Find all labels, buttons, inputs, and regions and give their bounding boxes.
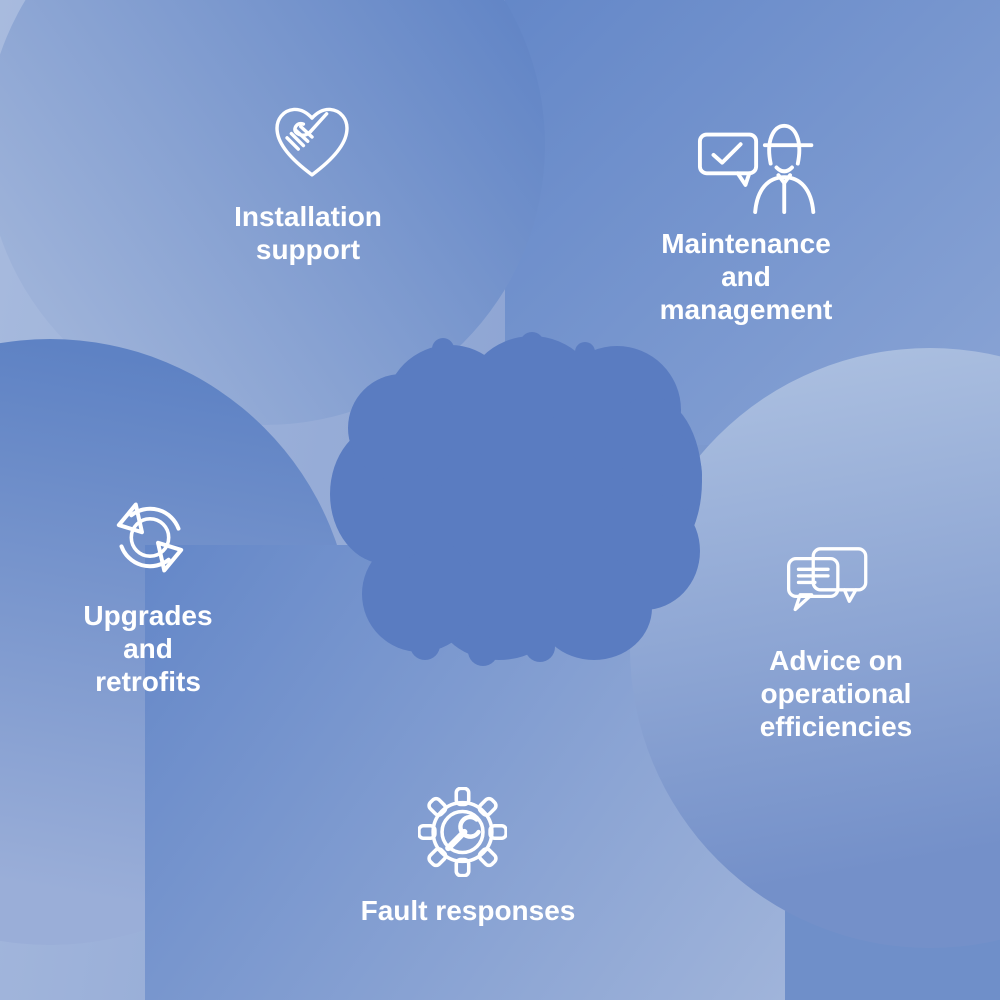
label-line: Maintenance	[661, 228, 831, 259]
upgrades-retrofits-label: Upgrades and retrofits	[83, 599, 212, 698]
maintenance-management-label: Maintenance and management	[660, 227, 833, 326]
label-line: Advice on	[769, 645, 903, 676]
gear-wrench-icon	[418, 787, 507, 877]
cycle-arrows-icon	[105, 493, 195, 582]
label-line: Installation	[234, 201, 382, 232]
advice-operational-efficiencies-label: Advice on operational efficiencies	[760, 644, 913, 743]
label-line: retrofits	[95, 666, 201, 697]
technician-chat-icon	[697, 119, 823, 214]
chat-bubbles-icon	[787, 545, 869, 633]
fault-responses-label: Fault responses	[361, 894, 576, 927]
installation-support-label: Installation support	[234, 200, 382, 266]
label-line: and	[123, 633, 173, 664]
label-line: and	[721, 261, 771, 292]
label-line: Upgrades	[83, 600, 213, 631]
handshake-heart-icon	[269, 99, 355, 181]
label-line: operational	[760, 678, 912, 709]
label-line: Fault responses	[360, 895, 576, 926]
label-line: support	[255, 234, 361, 265]
label-line: efficiencies	[759, 711, 913, 742]
label-line: management	[659, 294, 833, 325]
